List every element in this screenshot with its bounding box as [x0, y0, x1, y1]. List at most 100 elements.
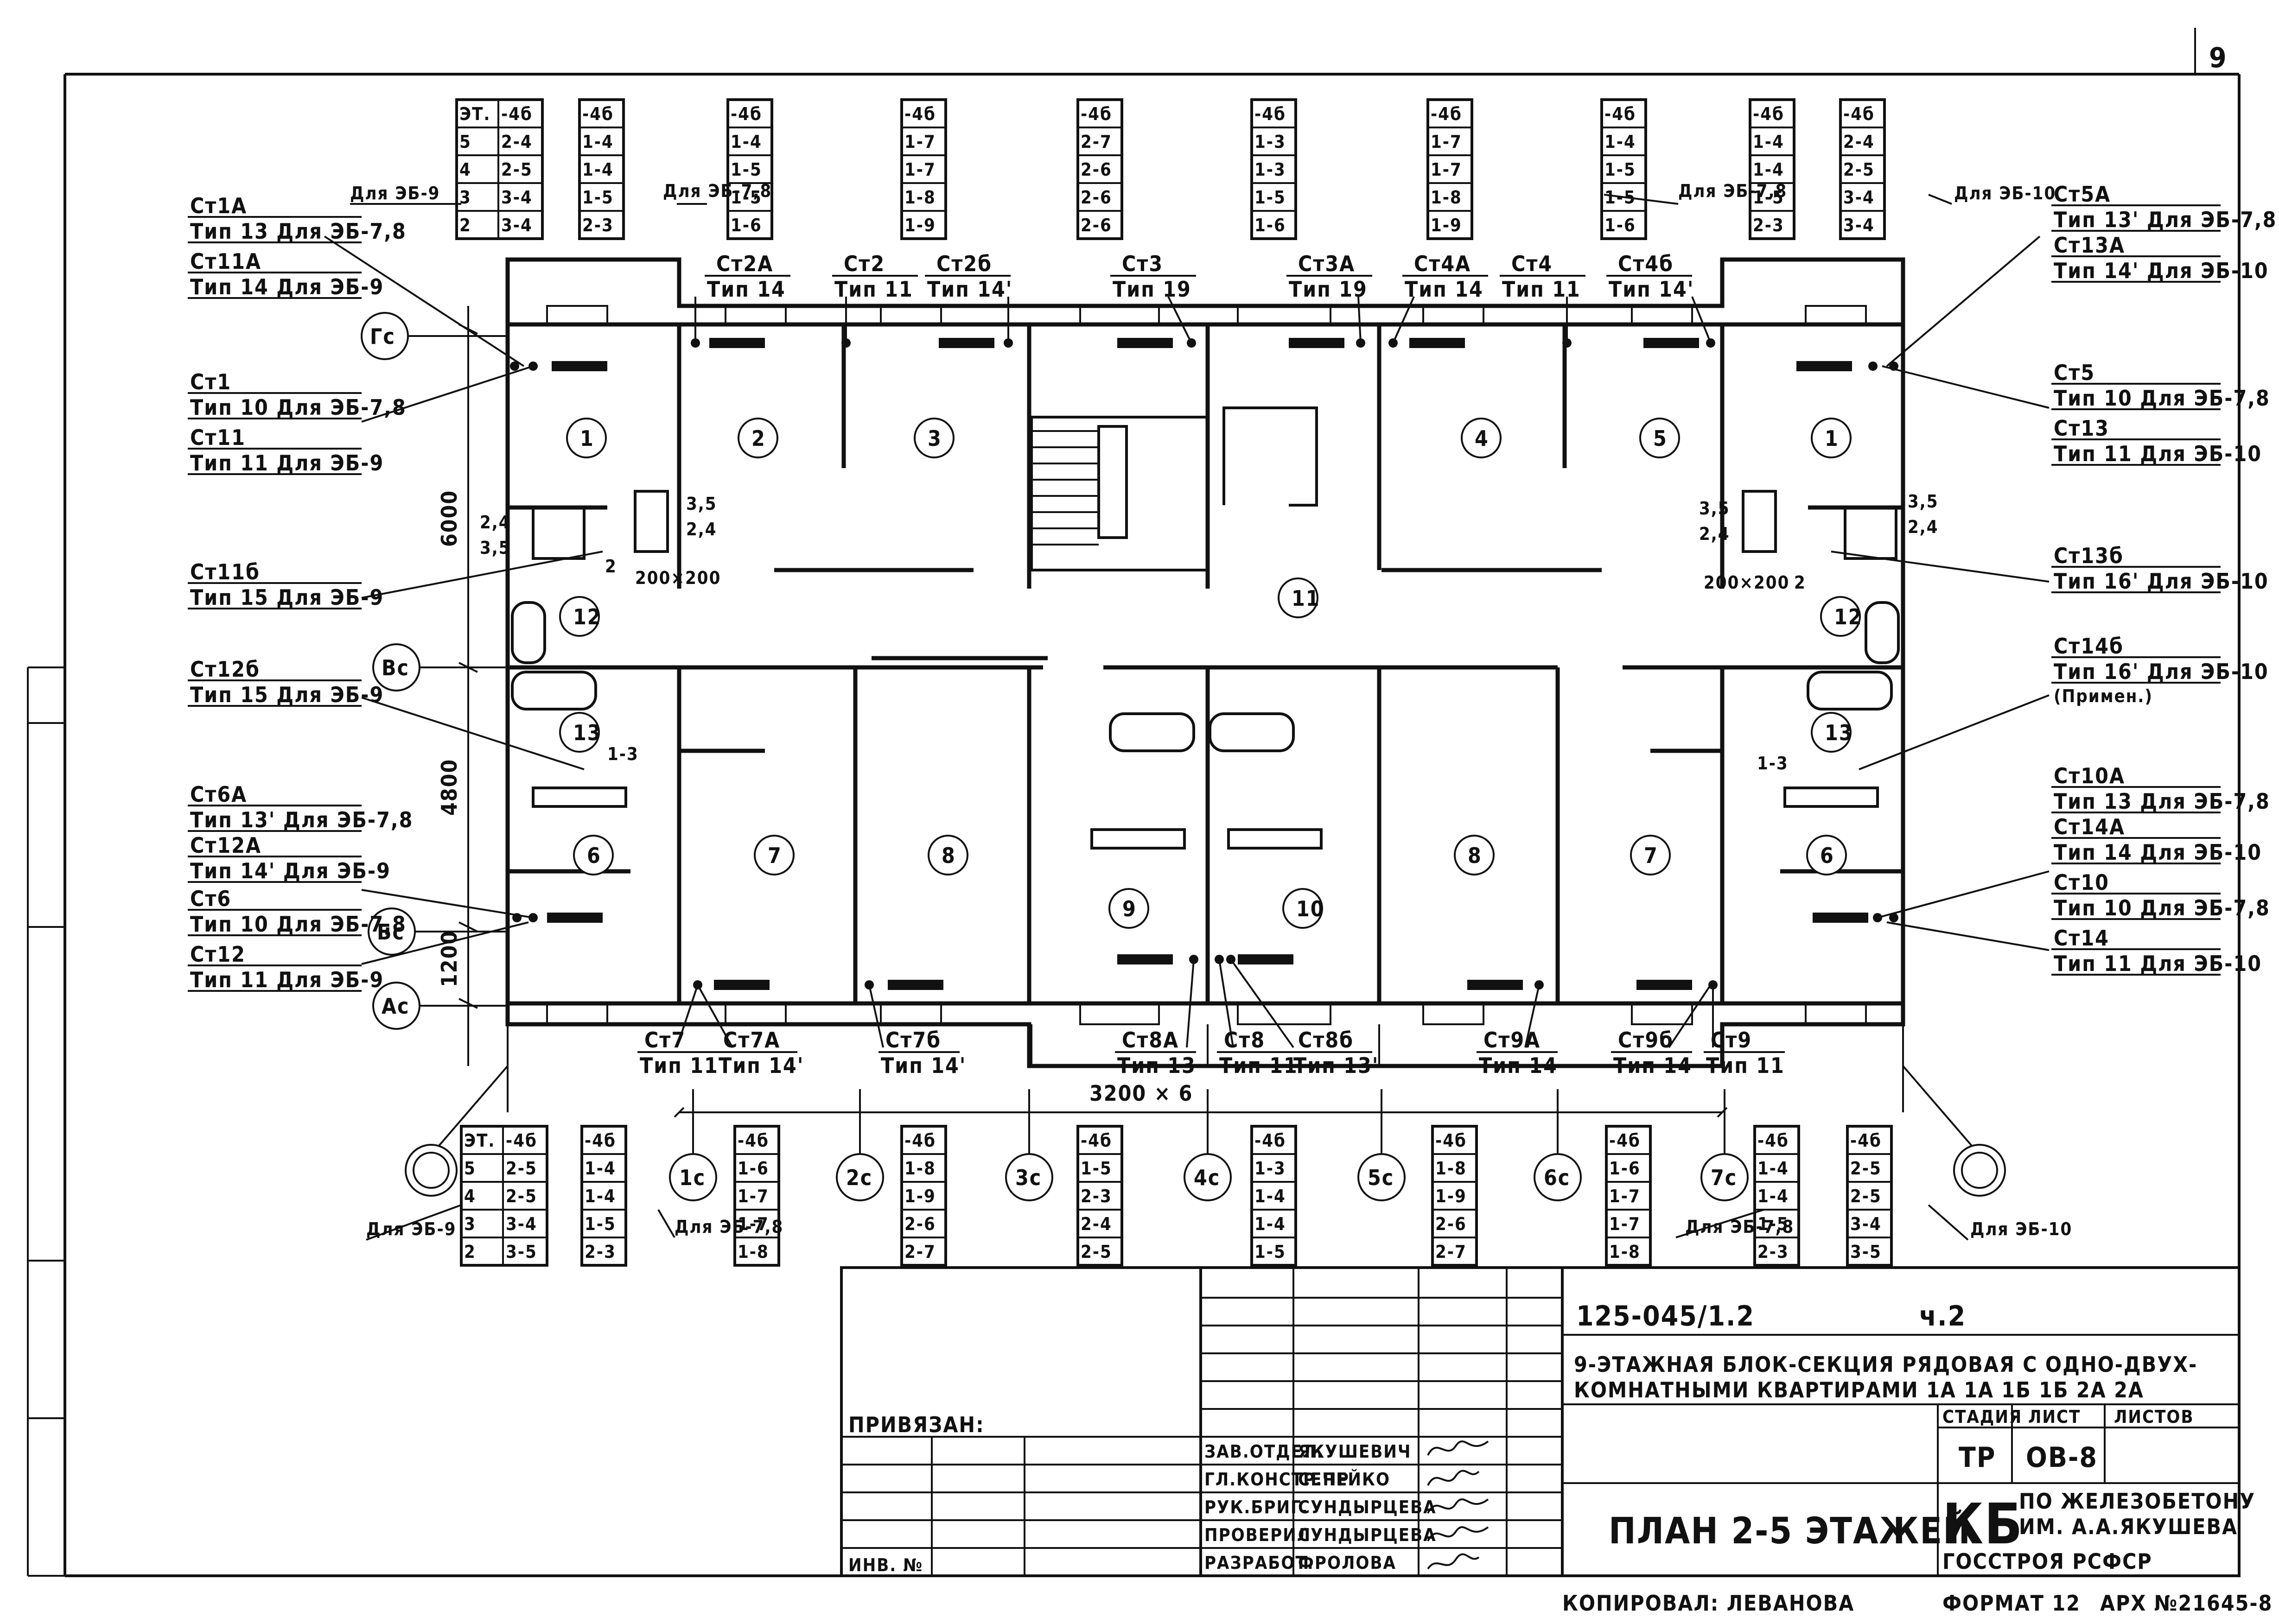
room-circle — [566, 418, 607, 458]
table-cell: 1-7 — [1431, 159, 1462, 180]
table-cell: 1-7 — [1609, 1186, 1641, 1206]
room-number: 13 — [1825, 720, 1853, 745]
room-circle — [1282, 888, 1323, 929]
top-riser-type: Тип 11 — [1502, 277, 1581, 302]
table-cell: 1-9 — [904, 1186, 936, 1206]
room-number: 8 — [1468, 843, 1482, 868]
table-cell: 3-4 — [1843, 215, 1875, 235]
table-header: -4б — [1753, 104, 1784, 124]
top-riser-type: Тип 14 — [1405, 277, 1483, 302]
title-line-1: 9-ЭТАЖНАЯ БЛОК-СЕКЦИЯ РЯДОВАЯ С ОДНО-ДВУ… — [1574, 1352, 2197, 1377]
mark-left-35: 3,5 — [480, 538, 511, 558]
axis-row-label: Бс — [377, 920, 405, 945]
table-cell: 1-7 — [738, 1214, 769, 1234]
table-cell: 1-5 — [1254, 187, 1286, 208]
room-number: 12 — [1834, 604, 1863, 629]
table-header: -4б — [582, 104, 614, 124]
table-cell: 2-4 — [1843, 132, 1875, 152]
table-cell: 3-4 — [1843, 187, 1875, 208]
bottom-riser-type: Тип 11 — [640, 1053, 719, 1078]
room-circle — [1108, 888, 1149, 929]
table-cell: 2-6 — [1081, 187, 1112, 208]
staff-role: ГЛ.КОНСТР.ПР — [1204, 1469, 1350, 1490]
room-circle — [1811, 418, 1852, 458]
room-circle — [1806, 835, 1847, 875]
room-number: 1 — [1825, 426, 1839, 451]
riser-label-right: Ст13 — [2054, 416, 2109, 441]
riser-label-right: Ст13А — [2054, 233, 2125, 258]
axis-col-label: 4с — [1194, 1165, 1220, 1190]
top-riser-type: Тип 14 — [707, 277, 786, 302]
pipe-table — [1431, 1125, 1478, 1267]
table-cell: 3-4 — [1850, 1214, 1882, 1234]
axis-row-label: Гс — [370, 324, 395, 349]
table-cell: 2-6 — [904, 1214, 936, 1234]
room-circle — [754, 835, 795, 875]
table-header: -4б — [1609, 1130, 1641, 1151]
table-cell: 2-4 — [501, 132, 533, 152]
top-riser-type: Тип 19 — [1113, 277, 1191, 302]
staff-name: ЯКУШЕВИЧ — [1298, 1441, 1412, 1462]
bottom-riser-name: Ст7б — [885, 1028, 941, 1053]
table-cell: 1-5 — [1604, 159, 1636, 180]
sheet-title: ПЛАН 2-5 ЭТАЖЕЙ — [1609, 1510, 1971, 1552]
table-cell: 1-6 — [1609, 1158, 1641, 1179]
mark-right-35: 3,5 — [1699, 498, 1730, 519]
table-cell: 3-4 — [501, 215, 533, 235]
copied-by: КОПИРОВАЛ: ЛЕВАНОВА — [1562, 1591, 1854, 1616]
bottom-riser-type: Тип 14' — [719, 1053, 804, 1078]
table-header: -4б — [1435, 1130, 1467, 1151]
table-cell: 2-5 — [506, 1158, 537, 1179]
riser-label-left: Ст12А — [190, 833, 261, 858]
riser-type-left: Тип 13' Для ЭБ-7,8 — [190, 807, 413, 832]
riser-label-left: Ст11 — [190, 425, 246, 450]
riser-label-right: Ст14 — [2054, 926, 2109, 951]
table-cell: 1-5 — [585, 1214, 616, 1234]
room-number: 6 — [1820, 843, 1834, 868]
note-bot-mid-right: Для ЭБ-7,8 — [1685, 1217, 1794, 1237]
table-header: -4б — [1254, 104, 1286, 124]
room-circle — [1811, 712, 1852, 753]
room-circle — [559, 596, 600, 637]
pipe-table — [1839, 98, 1886, 240]
staff-name: СУНДЫРЦЕВА — [1298, 1497, 1437, 1517]
table-cell: 1-9 — [904, 215, 936, 235]
axis-row-label: Ас — [382, 994, 410, 1019]
riser-type-left: Тип 14' Для ЭБ-9 — [190, 858, 391, 883]
dim-window-left: 200×200 — [635, 568, 721, 588]
room-number: 7 — [1644, 843, 1658, 868]
table-header: ЭТ. — [459, 104, 490, 124]
note-bot-right: Для ЭБ-10 — [1970, 1219, 2072, 1239]
pipe-table — [455, 98, 544, 240]
table-cell: 4 — [459, 159, 471, 180]
table-cell: 3 — [464, 1214, 476, 1234]
mark-right-24: 2,4 — [1699, 524, 1730, 544]
table-cell: 2-5 — [501, 159, 533, 180]
room-number: 9 — [1122, 896, 1137, 921]
table-cell: 1-9 — [1435, 1186, 1467, 1206]
table-cell: 1-4 — [1757, 1158, 1789, 1179]
top-riser-name: Ст3 — [1122, 251, 1163, 276]
riser-label-left: Ст6 — [190, 886, 231, 911]
staff-name: СУНДЫРЦЕВА — [1298, 1525, 1437, 1545]
riser-type-left: Тип 10 Для ЭБ-7,8 — [190, 395, 407, 420]
org-line-3: ГОССТРОЯ РСФСР — [1942, 1549, 2152, 1574]
room-number: 12 — [573, 604, 602, 629]
table-cell: 1-4 — [1254, 1186, 1286, 1206]
axis-col-label: 3с — [1015, 1165, 1042, 1190]
table-cell: 1-5 — [731, 187, 762, 208]
pipe-table — [1426, 98, 1473, 240]
table-cell: 3-5 — [506, 1242, 537, 1262]
stage-value: ТР — [1959, 1441, 1996, 1474]
riser-label-left: Ст11б — [190, 559, 260, 584]
table-cell: 1-7 — [1431, 132, 1462, 152]
table-cell: 2-3 — [1753, 215, 1784, 235]
table-cell: 1-4 — [582, 159, 614, 180]
table-cell: 1-5 — [731, 159, 762, 180]
table-cell: 1-9 — [1431, 215, 1462, 235]
org-kb: КБ — [1942, 1492, 2024, 1557]
axis-end-left-inner — [413, 1152, 450, 1189]
bottom-riser-name: Ст9А — [1483, 1028, 1541, 1053]
table-cell: 1-4 — [1254, 1214, 1286, 1234]
room-number: 13 — [573, 720, 602, 745]
